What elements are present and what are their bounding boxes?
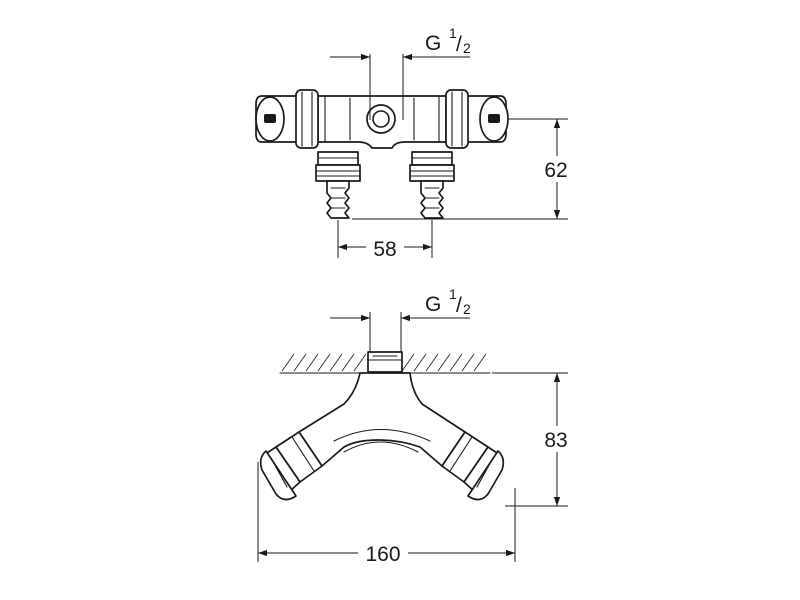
thread-dimension-top: G 1 / 2 <box>330 25 471 120</box>
left-outlet <box>315 151 361 219</box>
height-label: 62 <box>544 159 567 182</box>
right-arm <box>441 431 505 501</box>
right-outlet <box>409 151 455 219</box>
y-valve-body <box>298 372 466 467</box>
right-handle <box>445 89 509 149</box>
left-arm <box>259 431 323 501</box>
left-handle <box>255 89 319 149</box>
height-label: 83 <box>544 429 567 452</box>
spacing-label: 58 <box>373 238 396 261</box>
height-dimension-83: 83 <box>492 372 574 507</box>
inlet-port <box>366 104 396 134</box>
thread-fraction-slash: / <box>456 33 462 56</box>
spacing-dimension-58: 58 <box>337 220 433 261</box>
side-view: G 1 / 2 83 160 <box>257 286 574 566</box>
thread-label: G <box>425 293 441 316</box>
thread-fraction-denominator: 2 <box>463 301 471 317</box>
width-label: 160 <box>365 543 400 566</box>
thread-label: G <box>425 32 441 55</box>
width-dimension-160: 160 <box>257 462 516 566</box>
height-dimension-62: 62 <box>352 118 574 220</box>
thread-fraction-slash: / <box>456 294 462 317</box>
wall-thread <box>367 351 403 373</box>
thread-fraction-numerator: 1 <box>449 286 457 302</box>
top-view: G 1 / 2 62 58 <box>255 25 574 261</box>
thread-fraction-denominator: 2 <box>463 40 471 56</box>
thread-fraction-numerator: 1 <box>449 25 457 41</box>
thread-dimension-side: G 1 / 2 <box>330 286 471 352</box>
